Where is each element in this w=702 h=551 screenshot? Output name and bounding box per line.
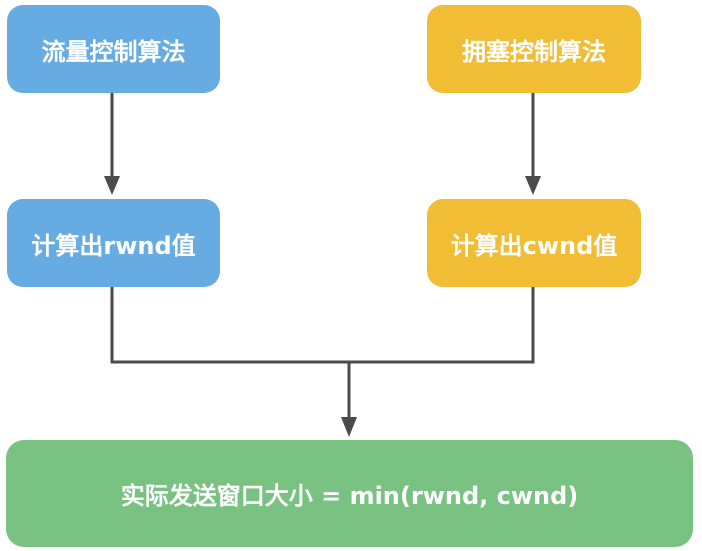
flow-control-node: 流量控制算法 (7, 5, 220, 93)
congestion-control-label: 拥塞控制算法 (462, 37, 606, 66)
cwnd-label: 计算出cwnd值 (450, 231, 618, 260)
edge-merge-rwnd-cwnd (110, 285, 535, 364)
arrow-flow-to-rwnd (104, 176, 120, 195)
cwnd-node: 计算出cwnd值 (427, 199, 641, 287)
flow-control-label: 流量控制算法 (41, 37, 186, 66)
arrow-merge-to-window (341, 417, 357, 437)
actual-window-label: 实际发送窗口大小 = min(rwnd, cwnd) (120, 482, 579, 510)
actual-window-node: 实际发送窗口大小 = min(rwnd, cwnd) (6, 440, 693, 547)
congestion-control-node: 拥塞控制算法 (427, 5, 641, 93)
rwnd-node: 计算出rwnd值 (7, 199, 220, 287)
arrow-congestion-to-cwnd (525, 176, 541, 195)
rwnd-label: 计算出rwnd值 (31, 231, 196, 260)
